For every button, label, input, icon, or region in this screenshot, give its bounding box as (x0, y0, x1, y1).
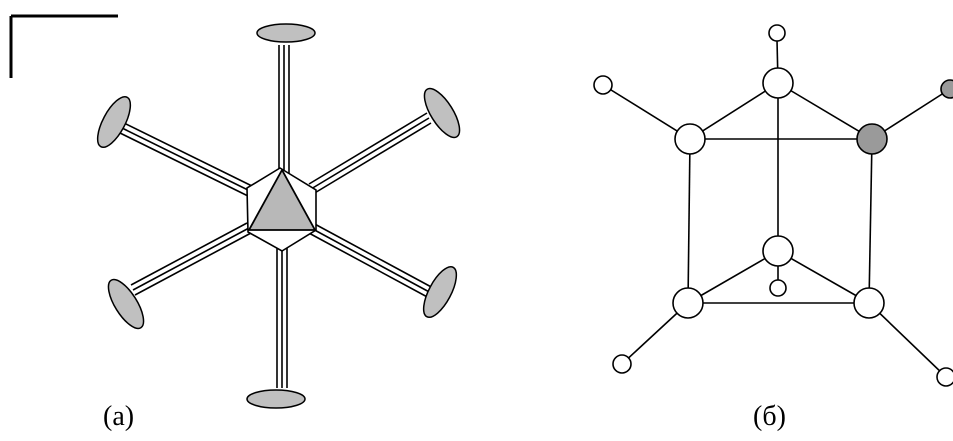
atom-bottom-back (762, 235, 794, 267)
arm-bottom (276, 248, 288, 388)
atom-terminal-left-top (593, 75, 613, 95)
atom-top-right (856, 123, 888, 155)
corner-mark (9, 14, 118, 78)
atom-bottom-right (853, 287, 885, 319)
atom-top-back (762, 67, 794, 99)
core-triangle (247, 168, 317, 231)
bond-right-terminal-bottom (868, 302, 946, 377)
panel-b-diagram (593, 24, 953, 387)
atom-terminal-top (768, 24, 786, 42)
atom-terminal-middle (769, 279, 787, 297)
panel-a-diagram (96, 23, 461, 409)
ligand-lower-right (422, 265, 458, 319)
ligand-lower-left (107, 278, 145, 330)
ligand-top (256, 23, 316, 43)
ligand-upper-left (96, 95, 132, 149)
atom-terminal-right-top (940, 79, 953, 99)
arm-top (278, 45, 290, 175)
atom-bottom-left (672, 287, 704, 319)
arm-upper-right (308, 112, 432, 195)
atom-top-left (674, 123, 706, 155)
bond-left-terminal-top (602, 84, 691, 140)
arm-lower-right (306, 221, 436, 300)
ligand-bottom (246, 389, 306, 409)
atom-terminal-left-bottom (612, 354, 632, 374)
arm-lower-left (130, 222, 252, 296)
atom-terminal-right-bottom (936, 367, 953, 387)
caption-panel-a: (а) (103, 401, 135, 432)
arm-upper-left (119, 122, 253, 197)
caption-panel-b: (б) (753, 401, 786, 432)
ligand-upper-right (423, 87, 461, 139)
